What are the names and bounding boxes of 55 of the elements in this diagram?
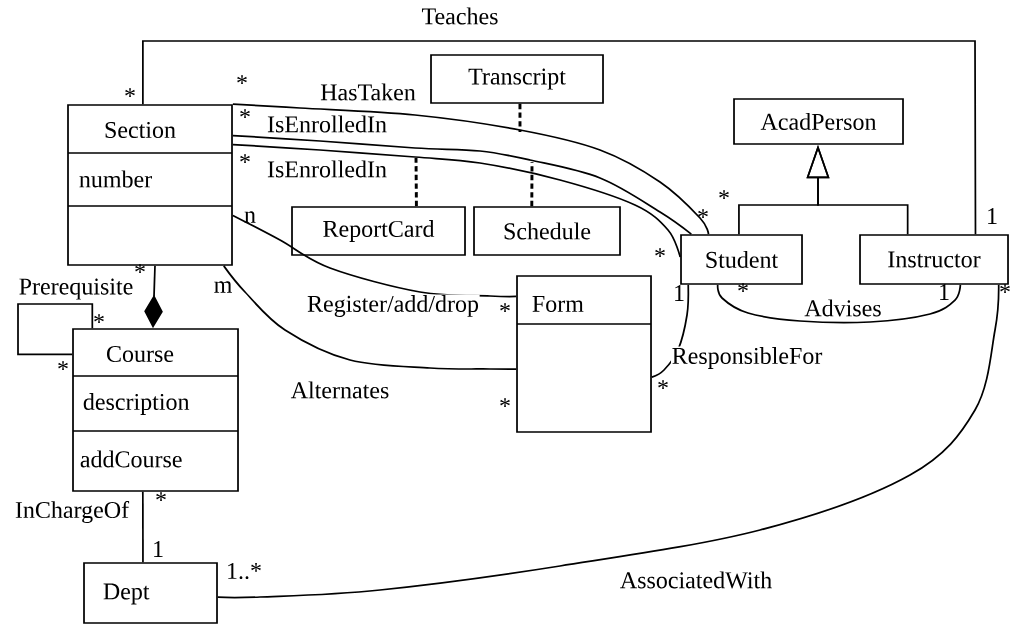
class-box: Course description addCourse [72, 328, 239, 492]
association-label: Teaches [420, 6, 500, 26]
association-class-link [518, 103, 522, 132]
multiplicity-label: * [125, 88, 135, 97]
class-box: Instructor [859, 234, 1009, 285]
multiplicity-label: 1 [988, 208, 997, 224]
multiplicity-label: * [655, 248, 665, 257]
association-line [142, 40, 977, 235]
multiplicity-label: 1 [940, 284, 949, 300]
class-box: Section number [67, 104, 233, 266]
multiplicity-label: * [240, 109, 250, 118]
association-label: Advises [803, 298, 883, 318]
multiplicity-label: * [135, 264, 145, 273]
multiplicity-label: * [658, 380, 668, 389]
multiplicity-label: m [214, 281, 232, 293]
class-box: AcadPerson [733, 98, 904, 145]
association-line [141, 491, 144, 563]
association-class-link [414, 158, 418, 207]
multiplicity-label: 1 [154, 541, 163, 557]
class-box: Form [516, 275, 652, 433]
multiplicity-label: * [240, 154, 250, 163]
multiplicity-label: n [244, 211, 256, 223]
association-line [232, 103, 710, 235]
class-box: Schedule [473, 206, 621, 256]
multiplicity-label: * [1000, 284, 1010, 293]
class-box: Student [680, 234, 803, 285]
multiplicity-label: * [58, 361, 68, 370]
class-box: Dept [83, 562, 218, 624]
association-label: AssociatedWith [619, 570, 773, 590]
association-label: Prerequisite [18, 277, 134, 301]
multiplicity-label: 1 [675, 285, 684, 301]
association-label: Alternates [290, 380, 390, 400]
multiplicity-label: * [156, 492, 166, 501]
association-line [17, 303, 94, 356]
multiplicity-label: * [94, 314, 104, 323]
association-label: IsEnrolledIn [266, 159, 388, 179]
association-label: Register/add/drop [306, 294, 480, 318]
association-line [232, 143, 681, 258]
class-box: ReportCard [291, 206, 466, 256]
multiplicity-label: 1..* [228, 562, 261, 580]
multiplicity-label: * [500, 303, 510, 312]
multiplicity-label: * [698, 209, 708, 218]
association-label: HasTaken [319, 82, 417, 102]
association-line [232, 134, 693, 235]
association-label: IsEnrolledIn [266, 114, 388, 134]
multiplicity-label: * [719, 190, 729, 199]
association-label: ResponsibleFor [671, 346, 823, 370]
multiplicity-label: * [237, 75, 247, 84]
association-label: InChargeOf [14, 500, 130, 524]
multiplicity-label: * [738, 283, 748, 292]
association-line [716, 284, 962, 324]
association-line [217, 284, 1000, 599]
association-line [222, 265, 517, 370]
class-box: Transcript [430, 54, 604, 104]
association-class-link [530, 162, 534, 207]
